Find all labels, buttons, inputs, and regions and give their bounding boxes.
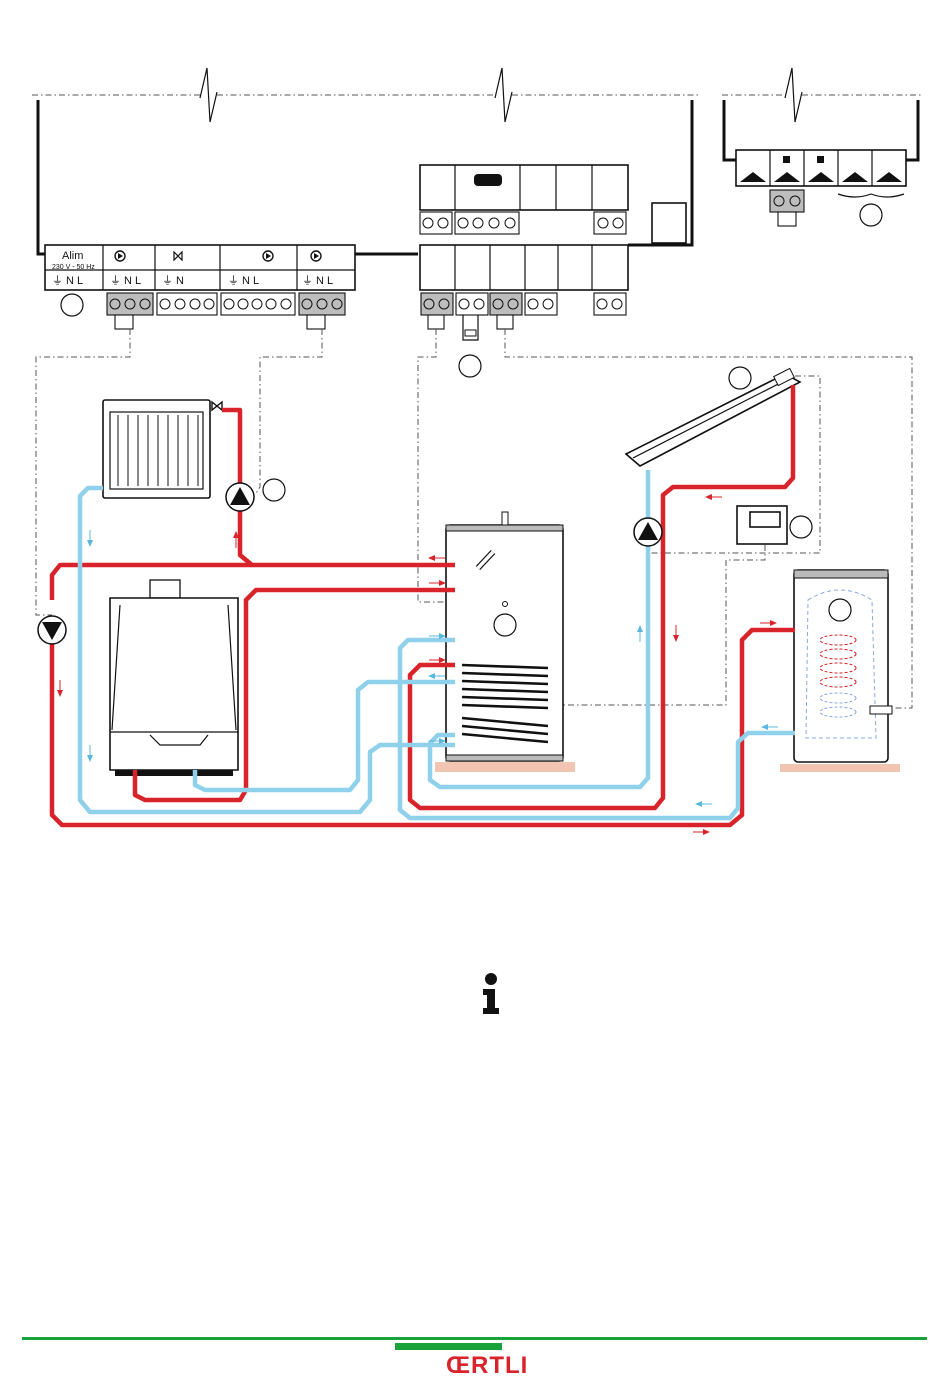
- solar-collector: [626, 367, 800, 466]
- ref-circle: [790, 516, 812, 538]
- footer-rule: [22, 1337, 927, 1340]
- voltage-label: 230 V - 50 Hz: [52, 264, 95, 271]
- pump-icon: [226, 483, 254, 511]
- ref-circle: [860, 204, 882, 226]
- terminals-label: ⏚ N L: [228, 274, 259, 287]
- solar-module: [420, 165, 686, 377]
- alim-label: Alim: [62, 250, 83, 262]
- pump-icon: [634, 518, 662, 546]
- footer-tab: [395, 1343, 502, 1350]
- installation-diagram: Alim 230 V - 50 Hz ⏚ N L ⏚ N L ⏚ N ⏚ N L…: [0, 0, 950, 1330]
- terminals-label: ⏚ N: [162, 274, 184, 287]
- solar-tank: [435, 512, 575, 772]
- terminals-label: ⏚ N L: [302, 274, 333, 287]
- pump-icon: [38, 616, 66, 644]
- ref-circle: [263, 479, 285, 501]
- boiler-terminal-blocks: [107, 293, 345, 329]
- valve-icon: [212, 402, 222, 410]
- dhw-tank: [780, 570, 900, 772]
- ref-circle: [61, 294, 83, 316]
- ref-circle: [729, 367, 751, 389]
- ref-circle: [459, 355, 481, 377]
- wall-boiler: [110, 580, 238, 776]
- info-icon: [476, 972, 506, 1016]
- terminals-label: ⏚ N L: [110, 274, 141, 287]
- brand-logo: ŒRTLI: [446, 1352, 528, 1380]
- terminals-label: ⏚ N L: [52, 274, 83, 287]
- top-bus-line: [32, 68, 922, 122]
- room-control-unit: [736, 150, 906, 226]
- radiator: [103, 400, 222, 498]
- solar-controller: [737, 506, 812, 544]
- sensor-icon: [474, 174, 502, 186]
